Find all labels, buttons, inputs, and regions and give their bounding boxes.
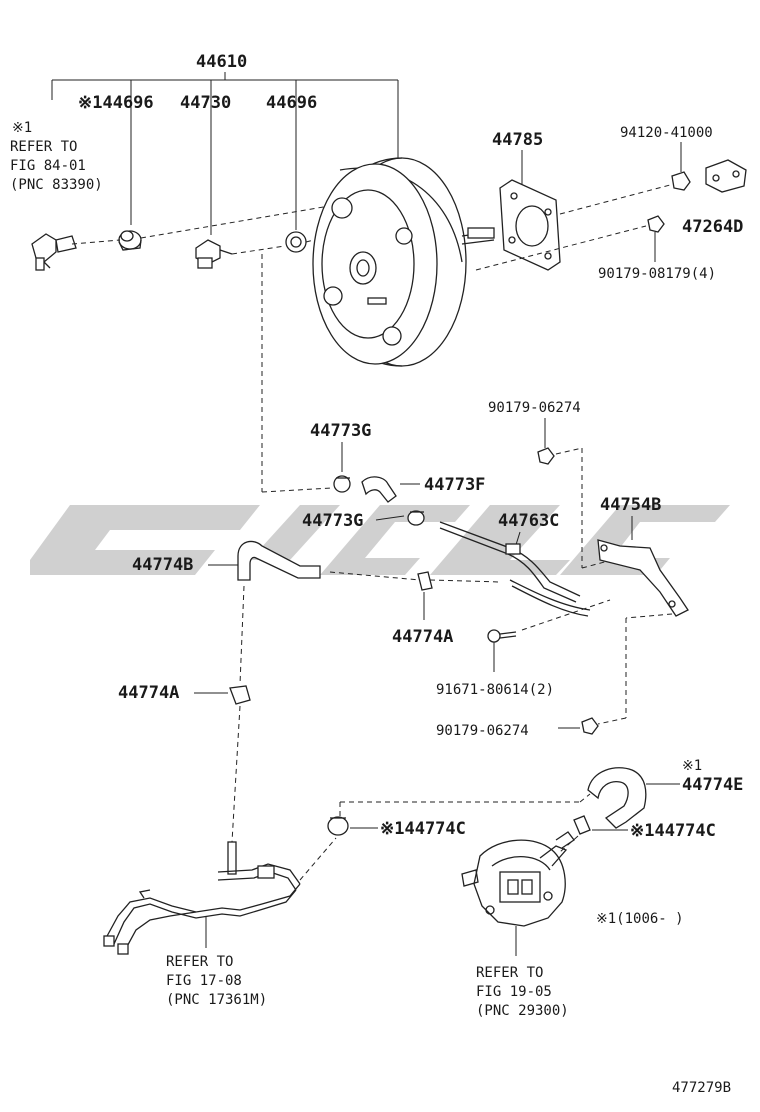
clip-47264d[interactable] (705, 159, 747, 193)
leader-lines-bracket (555, 447, 613, 569)
leader-left-column-2 (231, 705, 241, 843)
bracket-44754b[interactable] (597, 539, 689, 617)
label-94120-41000[interactable]: 94120-41000 (620, 125, 713, 141)
note-mark-44774E: ※1 (682, 758, 702, 774)
label-44774E[interactable]: 44774E (682, 775, 743, 795)
refer-1-line3[interactable]: (PNC 83390) (10, 177, 103, 193)
clamp-44774a-left[interactable] (229, 685, 251, 705)
clamp-44774a-mid[interactable] (417, 571, 433, 591)
vacuum-pump[interactable] (461, 831, 575, 927)
bolt-91671-80614[interactable] (487, 629, 517, 643)
refer-2-line2[interactable]: FIG 17-08 (166, 973, 242, 989)
leader-hose-44774b (329, 571, 421, 581)
label-44774A-left[interactable]: 44774A (118, 683, 179, 703)
clamp-44773g-top[interactable] (333, 475, 351, 493)
hose-44774b[interactable] (237, 540, 321, 581)
grommet-44696-right[interactable] (285, 231, 307, 253)
label-44773F[interactable]: 44773F (424, 475, 485, 495)
label-44773G-top[interactable]: 44773G (310, 421, 371, 441)
hose-44774e[interactable] (587, 767, 647, 829)
nut-90179-08179[interactable] (647, 215, 665, 233)
note-range: ※1(1006- ) (596, 911, 684, 927)
leader-lines-pump-top (339, 793, 591, 816)
brake-booster[interactable] (312, 157, 495, 367)
gasket-44785[interactable] (499, 179, 561, 271)
refer-2-line3[interactable]: (PNC 17361M) (166, 992, 267, 1008)
refer-1-line2[interactable]: FIG 84-01 (10, 158, 86, 174)
label-44610[interactable]: 44610 (196, 52, 247, 72)
label-47264D[interactable]: 47264D (682, 217, 743, 237)
nut-90179-06274-top[interactable] (537, 447, 555, 465)
label-90179-06274-bottom[interactable]: 90179-06274 (436, 723, 529, 739)
refer-1-line1: REFER TO (10, 139, 77, 155)
refer-3-line3[interactable]: (PNC 29300) (476, 1003, 569, 1019)
nut-94120-41000[interactable] (671, 171, 691, 191)
vacuum-pipe-lower-left[interactable] (103, 841, 301, 955)
leader-bolt-bracket (521, 599, 611, 631)
leader-hose-44774b-2 (429, 579, 501, 583)
label-90179-06274-top[interactable]: 90179-06274 (488, 400, 581, 416)
label-90179-08179[interactable]: 90179-08179(4) (598, 266, 716, 282)
label-44696-left[interactable]: ※144696 (78, 93, 154, 113)
check-valve-44730[interactable] (195, 239, 233, 269)
grommet-44696-left[interactable] (118, 230, 142, 251)
leader-lines-right-nut (597, 613, 673, 725)
assembly-bracket-lines (51, 72, 399, 235)
leader-gasket-clip (559, 184, 671, 215)
label-44785[interactable]: 44785 (492, 130, 543, 150)
nut-90179-06274-bottom[interactable] (581, 717, 599, 735)
label-44774B[interactable]: 44774B (132, 555, 193, 575)
label-44763C[interactable]: 44763C (498, 511, 559, 531)
label-44774C-left[interactable]: ※144774C (380, 819, 466, 839)
vacuum-sensor-part[interactable] (31, 233, 77, 271)
label-44730[interactable]: 44730 (180, 93, 231, 113)
drawing-number: 477279B (672, 1080, 731, 1096)
clamp-44774c-left[interactable] (327, 816, 349, 836)
clamp-44774c-right[interactable] (573, 815, 591, 835)
label-44754B[interactable]: 44754B (600, 495, 661, 515)
leader-gasket-nut (475, 225, 647, 271)
label-44774C-right[interactable]: ※144774C (630, 821, 716, 841)
refer-3-line2[interactable]: FIG 19-05 (476, 984, 552, 1000)
label-44696-right[interactable]: 44696 (266, 93, 317, 113)
leader-pipe-to-clamp (299, 837, 337, 881)
vacuum-pipe-44763c[interactable] (439, 521, 591, 617)
label-91671-80614[interactable]: 91671-80614(2) (436, 682, 554, 698)
label-44773G-mid[interactable]: 44773G (302, 511, 363, 531)
refer-3-line1: REFER TO (476, 965, 543, 981)
refer-2-line1: REFER TO (166, 954, 233, 970)
note-mark-1: ※1 (12, 120, 32, 136)
leader-44773G-mid (375, 515, 405, 521)
clamp-44773g-mid[interactable] (407, 510, 425, 526)
hose-44773f[interactable] (361, 476, 397, 503)
label-44774A-mid[interactable]: 44774A (392, 627, 453, 647)
leader-left-column-1 (239, 585, 245, 685)
